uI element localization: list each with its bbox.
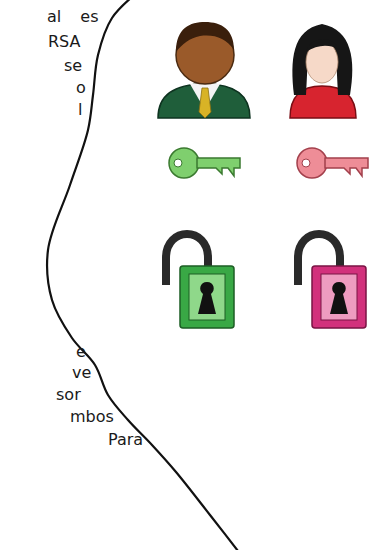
man-icon <box>158 22 250 118</box>
text-fragment: e <box>76 343 86 361</box>
woman-icon <box>290 24 356 118</box>
text-fragment: l <box>78 101 82 119</box>
lock-plate <box>189 274 225 320</box>
pink-padlock <box>298 234 366 328</box>
green-padlock <box>166 234 234 328</box>
pink-key <box>297 148 368 178</box>
keyhole <box>198 282 216 314</box>
suit <box>158 84 250 118</box>
key-bow <box>297 148 327 178</box>
lock-body <box>312 266 366 328</box>
lock-plate <box>321 274 357 320</box>
green-key <box>169 148 240 178</box>
text-fragment: RSA <box>48 33 81 51</box>
outline-arc <box>47 0 245 550</box>
keyhole <box>330 282 348 314</box>
text-fragment: o <box>76 79 86 97</box>
key-blade <box>325 158 368 176</box>
key-blade <box>197 158 240 176</box>
lock-body <box>180 266 234 328</box>
outline-layer <box>47 0 245 550</box>
text-fragment: mbos <box>70 408 114 426</box>
key-hole <box>302 159 310 167</box>
key-bow <box>169 148 199 178</box>
text-fragment: Para <box>108 431 143 449</box>
text-fragment: sor <box>56 386 81 404</box>
text-fragment: se <box>64 57 82 75</box>
fringe <box>306 39 340 52</box>
text-fragment: ve <box>72 364 91 382</box>
key-hole <box>174 159 182 167</box>
hair <box>176 22 234 52</box>
hair <box>292 24 352 95</box>
tie <box>199 88 211 118</box>
text-fragment: al es <box>47 8 99 26</box>
